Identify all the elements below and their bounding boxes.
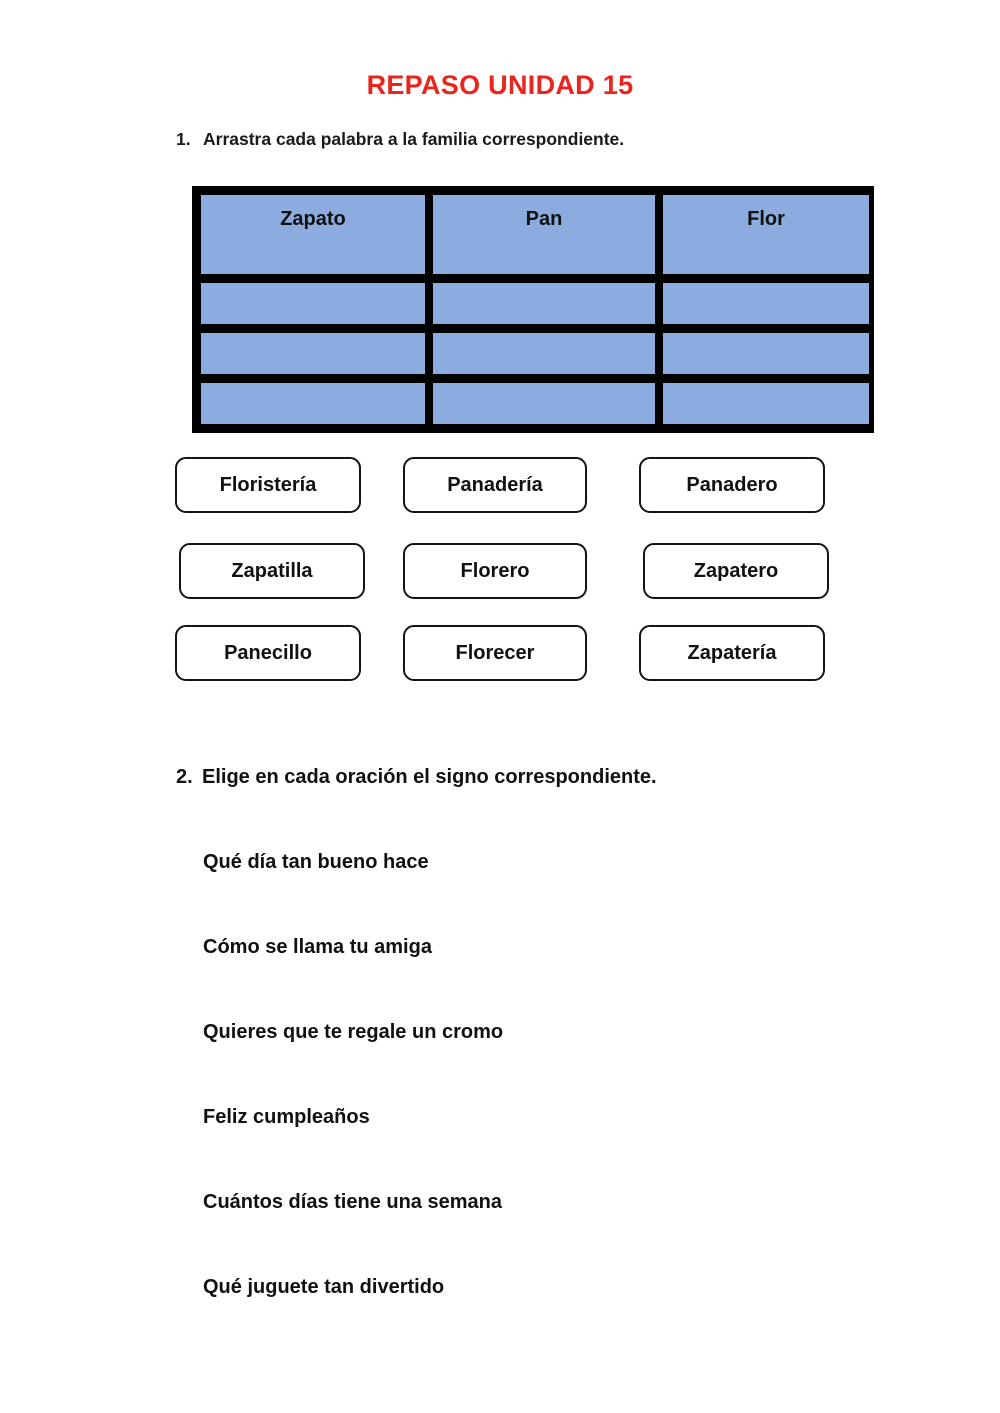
table-header-label: Flor [747,208,785,230]
exercise-2-instruction: 2. Elige en cada oración el signo corresp… [176,766,657,789]
table-row [199,381,871,426]
word-bank: Floristería Panadería Panadero Zapatilla… [0,455,1000,685]
draggable-word-zapateria[interactable]: Zapatería [639,625,825,681]
exercise-2-instruction-text: Elige en cada oración el signo correspon… [202,766,657,788]
sentence-item[interactable]: Quieres que te regale un cromo [203,1021,504,1043]
sentence-item[interactable]: Cómo se llama tu amiga [203,936,432,958]
exercise-2-number: 2. [176,766,193,788]
drop-zone-flor-2[interactable] [661,331,871,376]
word-label: Panecillo [224,641,312,664]
exercise-1-number: 1. [176,129,191,149]
drop-zone-pan-1[interactable] [431,281,657,326]
drop-zone-flor-3[interactable] [661,381,871,426]
drop-zone-zapato-3[interactable] [199,381,427,426]
exercise-1-instruction-text: Arrastra cada palabra a la familia corre… [203,129,625,149]
word-label: Florecer [455,641,535,664]
table-row [199,331,871,376]
word-label: Panadería [447,473,543,496]
word-label: Zapatilla [231,559,313,582]
drop-zone-zapato-1[interactable] [199,281,427,326]
sentence-item[interactable]: Qué día tan bueno hace [203,851,429,873]
table-header-cell-zapato: Zapato [199,193,427,276]
draggable-word-panadero[interactable]: Panadero [639,457,825,513]
draggable-word-florero[interactable]: Florero [403,543,587,599]
exercise-1-instruction: 1. Arrastra cada palabra a la familia cor… [176,129,624,150]
table-header-row: Zapato Pan Flor [199,193,871,276]
word-label: Floristería [219,473,317,496]
drop-zone-zapato-2[interactable] [199,331,427,376]
table-header-cell-pan: Pan [431,193,657,276]
draggable-word-zapatilla[interactable]: Zapatilla [179,543,365,599]
word-label: Zapatería [687,641,777,664]
draggable-word-florecer[interactable]: Florecer [403,625,587,681]
word-label: Panadero [686,473,778,496]
word-family-table: Zapato Pan Flor [192,186,874,433]
draggable-word-panaderia[interactable]: Panadería [403,457,587,513]
exercise-2-sentence-list: Qué día tan bueno hace Cómo se llama tu … [203,850,903,1360]
drop-zone-flor-1[interactable] [661,281,871,326]
draggable-word-floristeria[interactable]: Floristería [175,457,361,513]
table-header-label: Pan [525,208,563,230]
sentence-item[interactable]: Qué juguete tan divertido [203,1276,445,1298]
sentence-item[interactable]: Cuántos días tiene una semana [203,1191,502,1213]
table-row [199,281,871,326]
sentence-item[interactable]: Feliz cumpleaños [203,1106,370,1128]
word-label: Florero [460,559,530,582]
draggable-word-zapatero[interactable]: Zapatero [643,543,829,599]
table-header-label: Zapato [280,208,346,230]
drop-zone-pan-3[interactable] [431,381,657,426]
drop-zone-pan-2[interactable] [431,331,657,376]
table-header-cell-flor: Flor [661,193,871,276]
page-title: REPASO UNIDAD 15 [366,70,634,100]
draggable-word-panecillo[interactable]: Panecillo [175,625,361,681]
word-label: Zapatero [693,559,779,582]
